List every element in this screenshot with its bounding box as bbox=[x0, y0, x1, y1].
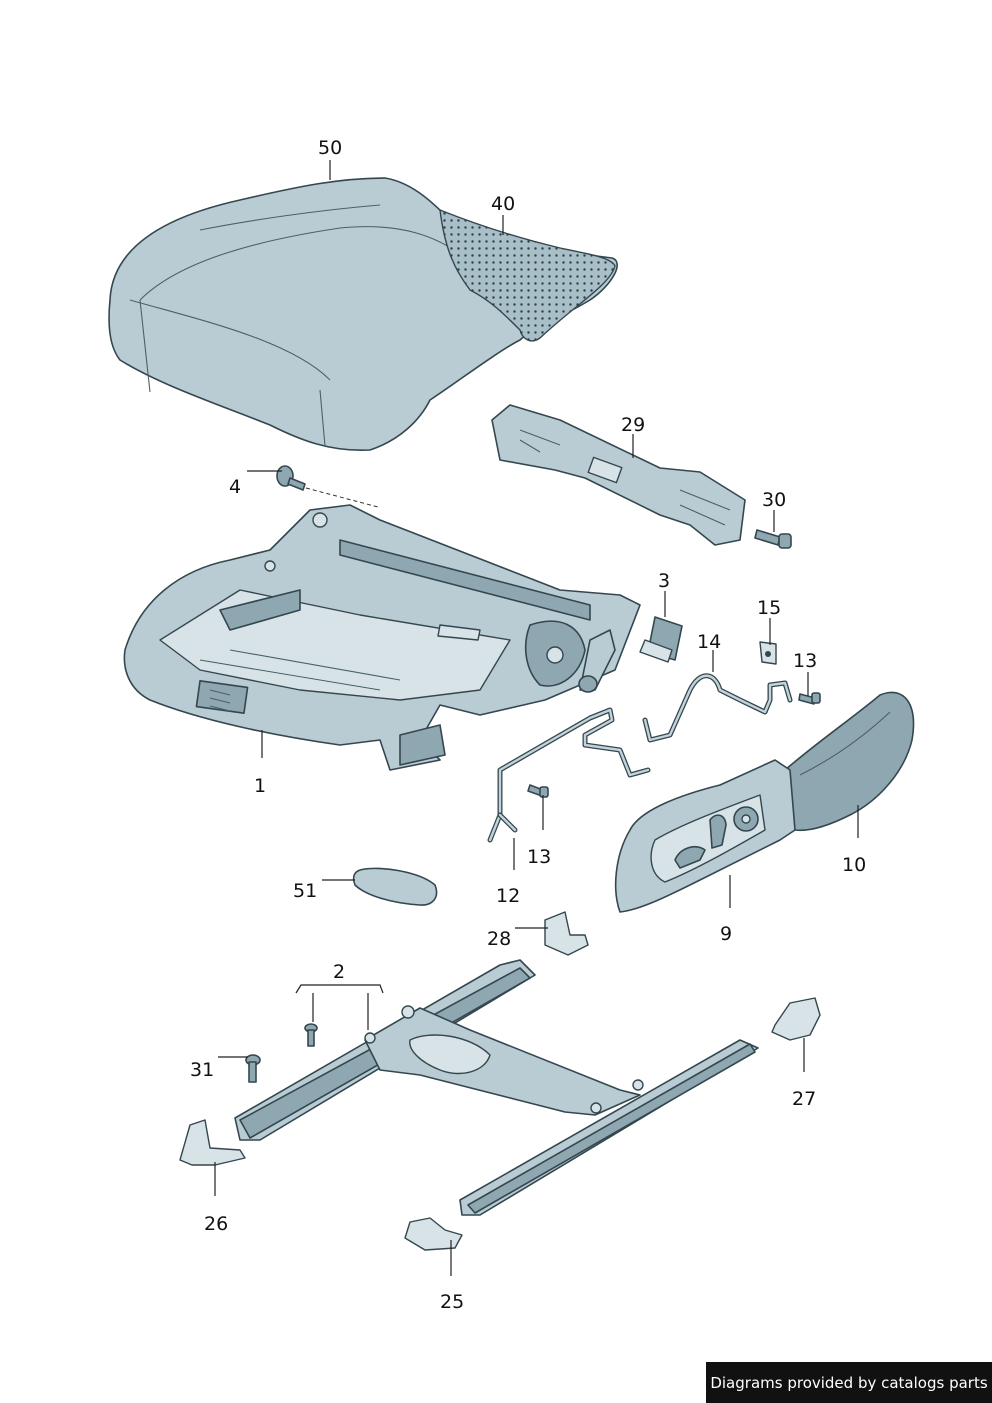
callout-51: 51 bbox=[293, 880, 317, 902]
callout-30: 30 bbox=[762, 489, 786, 511]
screw-small-upper bbox=[798, 692, 821, 705]
rail-bolt bbox=[304, 1023, 318, 1047]
callout-31: 31 bbox=[190, 1059, 214, 1081]
screw-small-lower bbox=[527, 784, 549, 798]
screw bbox=[276, 465, 379, 508]
callout-13-lower: 13 bbox=[527, 846, 551, 868]
callout-1: 1 bbox=[254, 775, 266, 797]
callout-labels: 50 40 29 4 30 3 15 14 13 1 13 12 10 9 51… bbox=[190, 137, 866, 1313]
seat-cushion-pad bbox=[439, 208, 616, 342]
side-trim-cap bbox=[782, 691, 915, 832]
callout-29: 29 bbox=[621, 414, 645, 436]
callout-27: 27 bbox=[792, 1088, 816, 1110]
callout-26: 26 bbox=[204, 1213, 228, 1235]
callout-2: 2 bbox=[333, 961, 345, 983]
rail-end-cap-rear-right bbox=[771, 997, 821, 1041]
leader-lines bbox=[214, 160, 859, 1276]
seat-frame bbox=[123, 504, 641, 771]
clip bbox=[639, 616, 683, 663]
rail-end-cap-front-left bbox=[179, 1119, 246, 1166]
callout-50: 50 bbox=[318, 137, 342, 159]
callout-40: 40 bbox=[491, 193, 515, 215]
callout-28: 28 bbox=[487, 928, 511, 950]
callout-13-upper: 13 bbox=[793, 650, 817, 672]
wire-bracket bbox=[642, 673, 793, 743]
bolt-rail-front bbox=[245, 1054, 261, 1083]
callout-15: 15 bbox=[757, 597, 781, 619]
bolt bbox=[754, 529, 792, 549]
credit-banner[interactable]: Diagrams provided by catalogs parts bbox=[706, 1362, 992, 1403]
nut bbox=[759, 641, 777, 665]
trim-clip bbox=[544, 911, 589, 956]
rail-end-cap-front-right bbox=[404, 1217, 463, 1251]
callout-9: 9 bbox=[720, 923, 732, 945]
callout-10: 10 bbox=[842, 854, 866, 876]
callout-12: 12 bbox=[496, 885, 520, 907]
seat-rails bbox=[234, 959, 759, 1216]
callout-25: 25 bbox=[440, 1291, 464, 1313]
side-trim-panel bbox=[614, 759, 796, 913]
callout-3: 3 bbox=[658, 570, 670, 592]
wire-rod bbox=[487, 707, 651, 843]
cover-cap bbox=[352, 867, 438, 906]
callout-4: 4 bbox=[229, 476, 241, 498]
support-bracket bbox=[491, 404, 746, 546]
callout-14: 14 bbox=[697, 631, 721, 653]
